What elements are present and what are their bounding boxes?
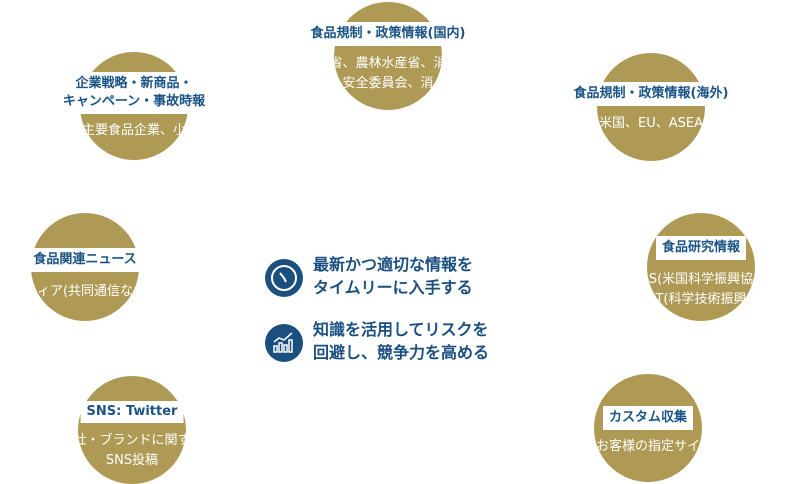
body-line: 省、農林水産省、消 (334, 56, 442, 71)
body-line: お客様の指定サイ (595, 439, 700, 454)
node-title: 企業戦略・新商品・キャンペーン・事故時報 (56, 72, 212, 114)
clock-icon (265, 259, 303, 297)
benefit-line: 知識を活用してリスクを (313, 320, 489, 339)
circle: 米国、EU、ASEA (597, 53, 705, 161)
node-food-research: S(米国科学振興協 T(科学技術振興 食品研究情報 (647, 213, 755, 321)
node-title: カスタム収集 (602, 406, 694, 430)
node-custom-collection: お客様の指定サイ カスタム収集 (594, 374, 702, 482)
circle: S(米国科学振興協 T(科学技術振興 (647, 213, 755, 321)
body-line: T(科学技術振興 (655, 292, 747, 307)
node-title: 食品研究情報 (655, 236, 747, 260)
node-title: 食品規制・政策情報(海外) (567, 82, 735, 106)
node-corporate-strategy: 主要食品企業、小 企業戦略・新商品・キャンペーン・事故時報 (56, 52, 212, 160)
benefit-line: タイムリーに入手する (313, 278, 473, 297)
node-title: 食品規制・政策情報(国内) (304, 22, 472, 46)
body-line: S(米国科学振興協 (648, 272, 754, 287)
body-line: 米国、EU、ASEA (599, 116, 703, 131)
body-line: ィア(共同通信な (36, 284, 134, 299)
node-domestic-regulation: 省、農林水産省、消安全委員会、消 食品規制・政策情報(国内) (304, 2, 472, 110)
benefit-line: 回避し、競争力を高める (313, 343, 490, 362)
circle: 社・ブランドに関す SNS投稿 (78, 376, 186, 484)
title-line: キャンペーン・事故時報 (62, 94, 206, 109)
bar-chart-icon (265, 324, 303, 362)
body-line: 主要食品企業、小 (81, 123, 186, 138)
node-sns-twitter: 社・ブランドに関す SNS投稿 SNS: Twitter (78, 376, 186, 484)
body-line: 安全委員会、消 (342, 76, 434, 91)
circle: 省、農林水産省、消安全委員会、消 (334, 2, 442, 110)
node-overseas-regulation: 米国、EU、ASEA 食品規制・政策情報(海外) (567, 53, 735, 161)
title-line: 企業戦略・新商品・ (75, 76, 193, 91)
node-food-news: ィア(共同通信な 食品関連ニュース (27, 213, 143, 321)
node-title: SNS: Twitter (80, 401, 184, 423)
node-title: 食品関連ニュース (27, 248, 143, 272)
benefit-line: 最新かつ適切な情報を (313, 255, 474, 274)
body-line: 社・ブランドに関す (78, 433, 186, 448)
body-line: SNS投稿 (105, 453, 159, 468)
